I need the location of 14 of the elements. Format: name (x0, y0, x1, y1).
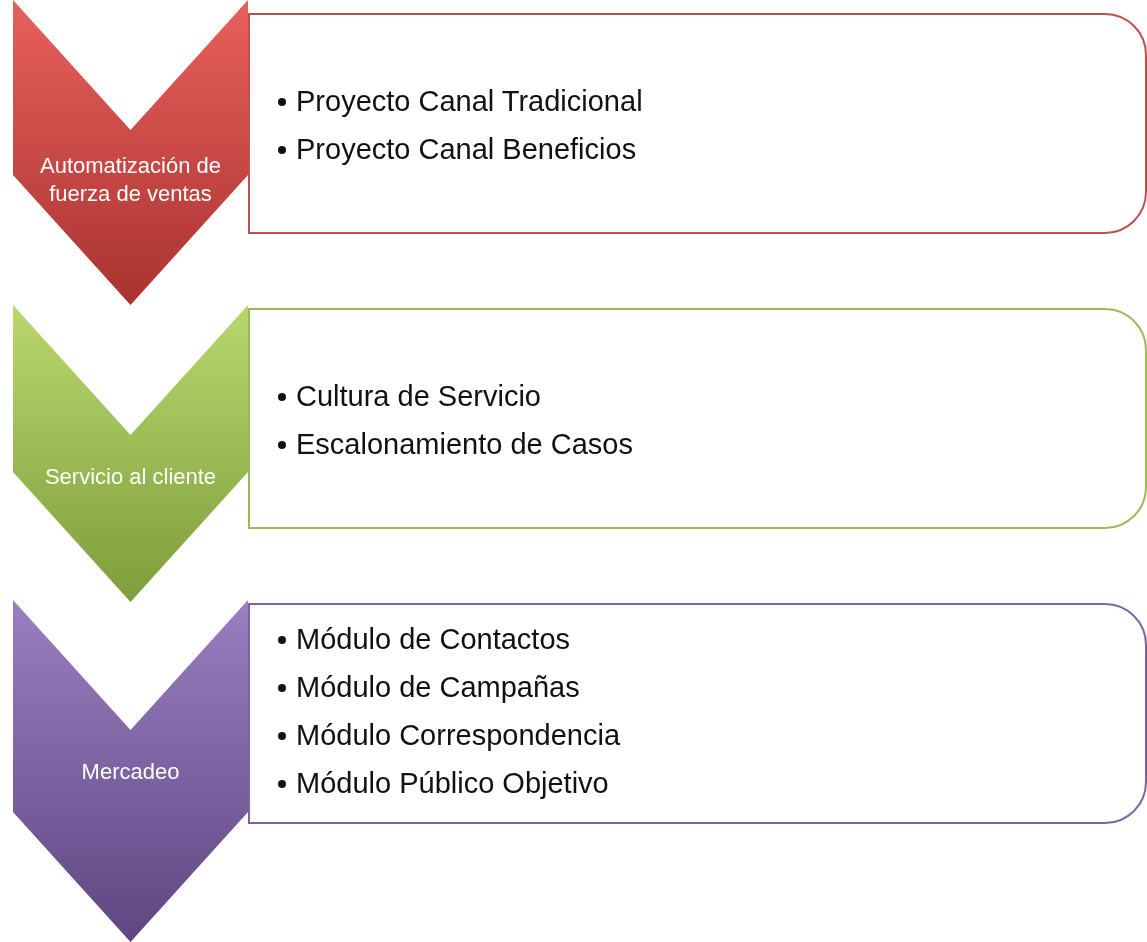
bullet-item: Proyecto Canal Tradicional (276, 77, 1145, 125)
list-panel (248, 13, 1147, 234)
bullet-item: Escalonamiento de Casos (276, 420, 1145, 468)
bullet-item: Módulo Correspondencia (276, 711, 1145, 759)
bullet-item: Módulo de Contactos (276, 615, 1145, 663)
bullet-item: Proyecto Canal Beneficios (276, 125, 1145, 173)
bullet-item: Cultura de Servicio (276, 372, 1145, 420)
bullet-item: Módulo de Campañas (276, 663, 1145, 711)
list-panel (248, 603, 1147, 824)
chevron-label: Mercadeo (80, 758, 181, 786)
chevron-label: Servicio al cliente (43, 463, 218, 491)
chevron-label: Automatización de fuerza de ventas (39, 152, 222, 208)
bullet-item: Módulo Público Objetivo (276, 759, 1145, 807)
list-panel (248, 308, 1147, 529)
